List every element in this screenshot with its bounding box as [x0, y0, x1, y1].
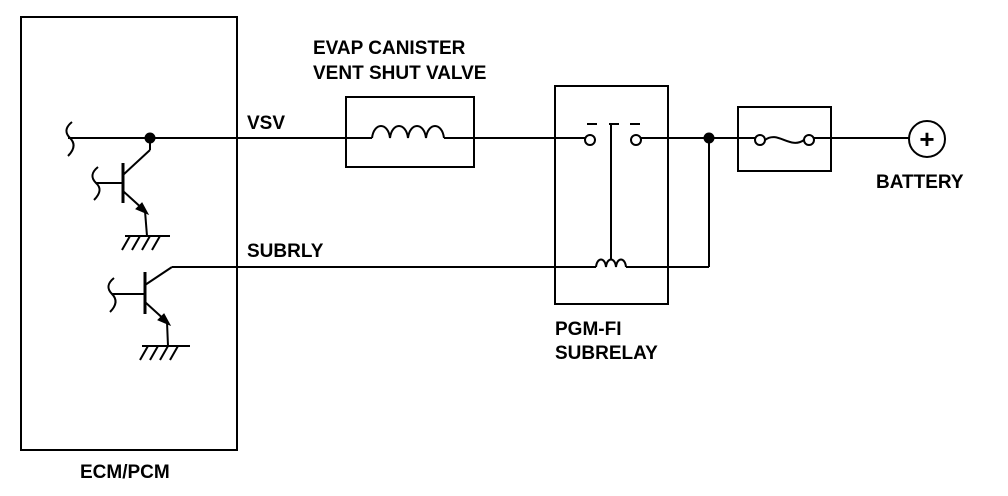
battery-terminal-icon [908, 120, 946, 158]
relay-coil-icon [595, 258, 627, 268]
vsv-label: VSV [247, 113, 286, 134]
pgmfi-label-line1: PGM-FI [555, 319, 622, 340]
ecm-pcm-label: ECM/PCM [80, 462, 170, 483]
fuse-icon [738, 134, 831, 146]
battery-label: BATTERY [876, 172, 964, 193]
transistor-2-icon [107, 266, 237, 361]
battery-plus-symbol: + [919, 124, 934, 154]
evap-solenoid-coil-icon [346, 125, 474, 139]
evap-valve-box [345, 96, 475, 168]
ecm-pcm-box [20, 16, 238, 451]
evap-label-line1: EVAP CANISTER [313, 38, 466, 59]
relay-switch-icon [555, 123, 668, 260]
pgmfi-label-line2: SUBRELAY [555, 343, 658, 364]
evap-label-line2: VENT SHUT VALVE [313, 63, 487, 84]
pgmfi-subrelay-box [554, 85, 669, 305]
subrly-label: SUBRLY [247, 241, 324, 262]
transistor-1-icon [91, 138, 170, 251]
